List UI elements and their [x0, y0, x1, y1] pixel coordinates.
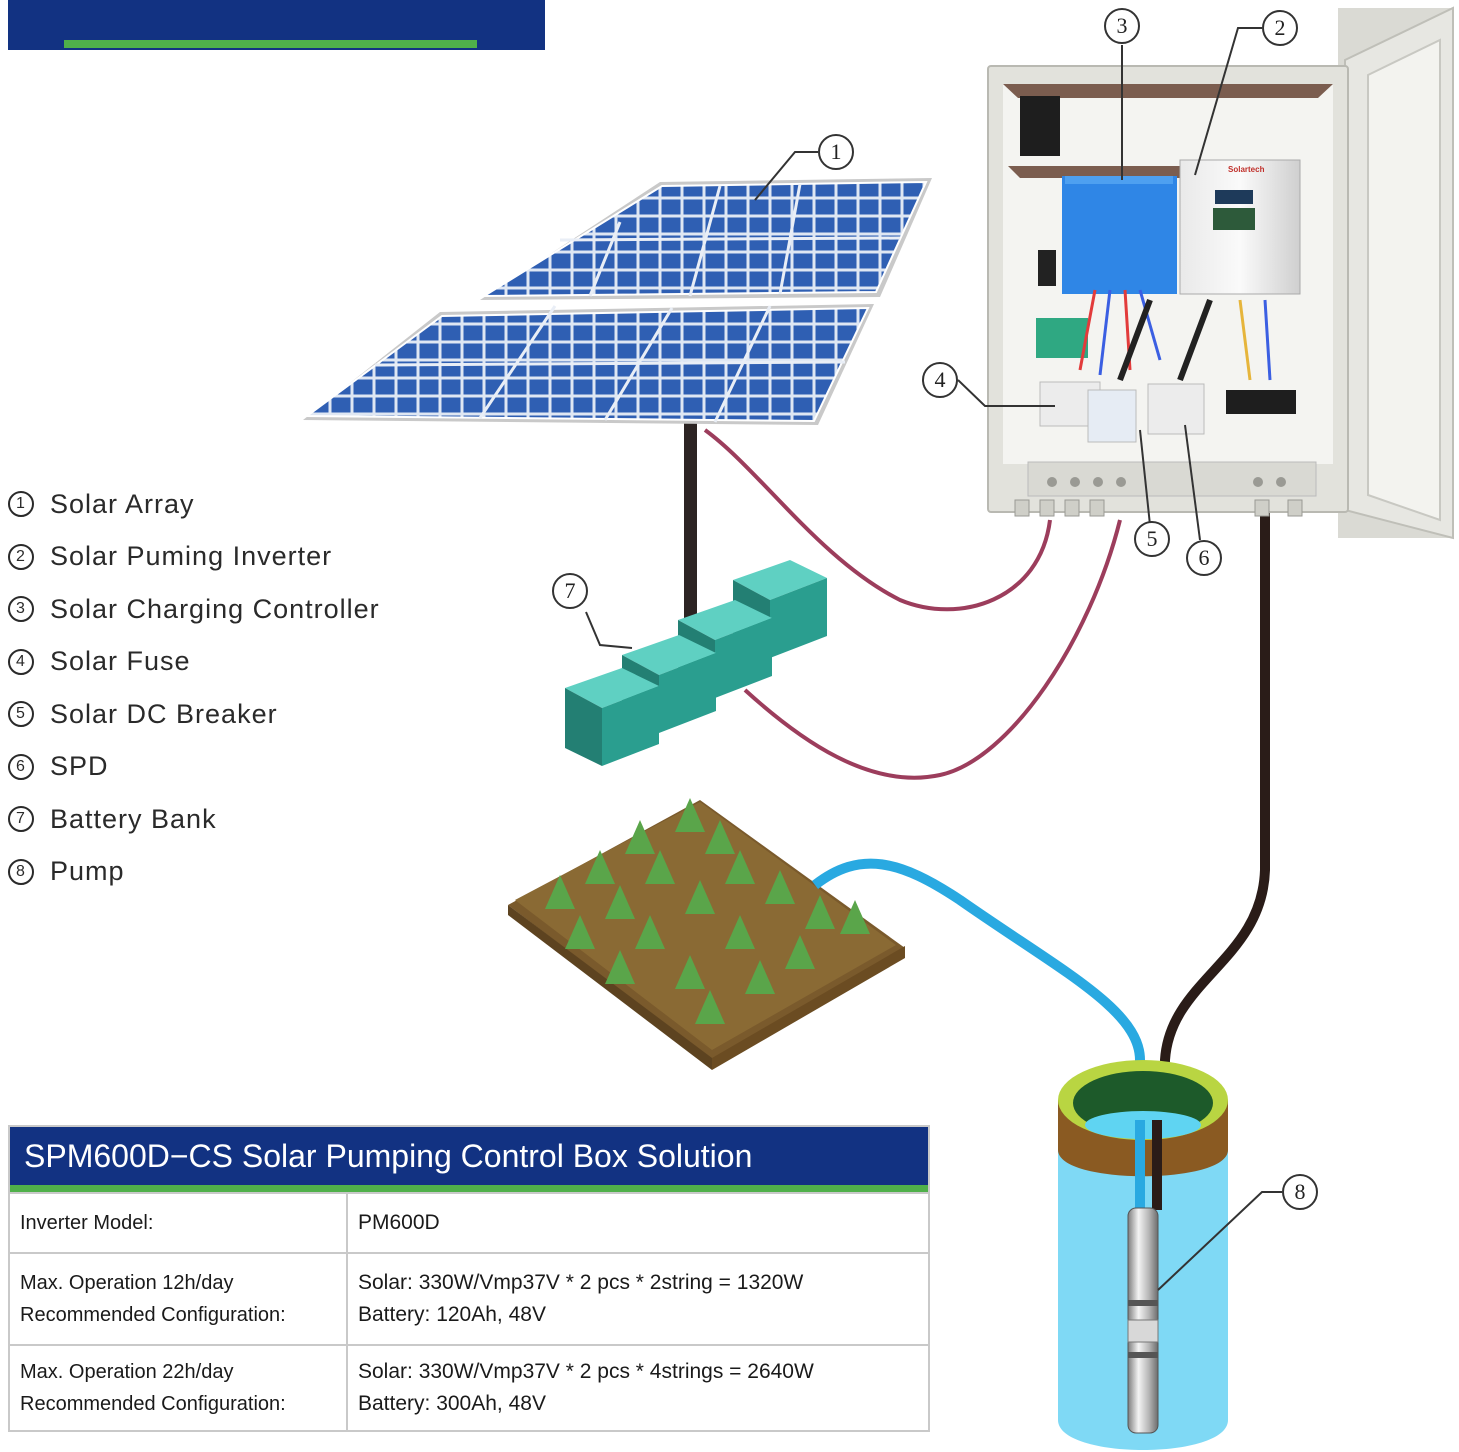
- spec-value-line: Solar: 330W/Vmp37V * 2 pcs * 4strings = …: [358, 1360, 814, 1383]
- legend-marker: 8: [8, 858, 34, 885]
- legend-marker: 4: [8, 648, 34, 675]
- spec-key-line: Inverter Model:: [20, 1212, 154, 1234]
- legend-label: Solar Puming Inverter: [50, 541, 333, 572]
- spec-value-line: Solar: 330W/Vmp37V * 2 pcs * 2string = 1…: [358, 1271, 804, 1294]
- callout-8: 8: [1282, 1174, 1318, 1210]
- spec-table-title: SPM600D−CS Solar Pumping Control Box Sol…: [10, 1127, 928, 1192]
- spec-value-line: Battery: 120Ah, 48V: [358, 1303, 546, 1326]
- legend-item: 8 Pump: [8, 846, 468, 899]
- spec-key-line: Recommended Configuration:: [20, 1304, 286, 1326]
- spec-key-line: Recommended Configuration:: [20, 1393, 286, 1415]
- inverter-brand-label: Solartech: [1228, 165, 1265, 174]
- spec-value: Solar: 330W/Vmp37V * 2 pcs * 2string = 1…: [348, 1254, 928, 1344]
- legend-label: Solar Array: [50, 488, 195, 519]
- callout-7: 7: [552, 573, 588, 609]
- spec-value-line: PM600D: [358, 1211, 440, 1234]
- legend-item: 1 Solar Array: [8, 478, 468, 531]
- callout-leaders: [585, 27, 1282, 1291]
- dc-cables: [703, 428, 1122, 780]
- spec-value: Solar: 330W/Vmp37V * 2 pcs * 4strings = …: [348, 1346, 928, 1430]
- legend-marker: 1: [8, 491, 34, 518]
- spec-row-22h: Max. Operation 22h/day Recommended Confi…: [10, 1344, 928, 1430]
- spec-value: PM600D: [348, 1194, 928, 1252]
- component-legend: 1 Solar Array 2 Solar Puming Inverter 3 …: [8, 478, 468, 898]
- legend-item: 2 Solar Puming Inverter: [8, 531, 468, 584]
- pump-cable: [1155, 508, 1270, 1241]
- spec-row-inverter-model: Inverter Model: PM600D: [10, 1192, 928, 1252]
- legend-item: 7 Battery Bank: [8, 793, 468, 846]
- header-banner: [8, 0, 545, 50]
- callout-6: 6: [1186, 540, 1222, 576]
- legend-marker: 7: [8, 806, 34, 833]
- legend-label: Solar DC Breaker: [50, 698, 278, 729]
- battery-bank: [565, 560, 827, 766]
- spec-key-line: Max. Operation 22h/day: [20, 1361, 234, 1383]
- spec-row-12h: Max. Operation 12h/day Recommended Confi…: [10, 1252, 928, 1344]
- legend-item: 5 Solar DC Breaker: [8, 688, 468, 741]
- callout-1: 1: [818, 134, 854, 170]
- legend-label: SPD: [50, 751, 109, 782]
- legend-label: Pump: [50, 856, 125, 887]
- water-pipe: [811, 858, 1145, 1240]
- control-box: [987, 6, 1454, 540]
- legend-label: Battery Bank: [50, 803, 217, 834]
- forest-field: [508, 798, 905, 1070]
- callout-3: 3: [1104, 8, 1140, 44]
- spec-table: SPM600D−CS Solar Pumping Control Box Sol…: [8, 1125, 930, 1432]
- callout-2: 2: [1262, 10, 1298, 46]
- spec-key: Max. Operation 22h/day Recommended Confi…: [10, 1346, 348, 1430]
- legend-item: 4 Solar Fuse: [8, 636, 468, 689]
- legend-marker: 2: [8, 543, 34, 570]
- spec-key-line: Max. Operation 12h/day: [20, 1272, 234, 1294]
- callout-5: 5: [1134, 521, 1170, 557]
- callout-4: 4: [922, 362, 958, 398]
- legend-item: 3 Solar Charging Controller: [8, 583, 468, 636]
- spec-key: Inverter Model:: [10, 1194, 348, 1252]
- spec-value-line: Battery: 300Ah, 48V: [358, 1392, 546, 1415]
- well: [1058, 1060, 1228, 1450]
- legend-label: Solar Fuse: [50, 646, 191, 677]
- legend-marker: 5: [8, 701, 34, 728]
- spec-key: Max. Operation 12h/day Recommended Confi…: [10, 1254, 348, 1344]
- submersible-pump: [1127, 1207, 1159, 1434]
- legend-label: Solar Charging Controller: [50, 593, 380, 624]
- solar-array: [303, 178, 932, 620]
- legend-item: 6 SPD: [8, 741, 468, 794]
- legend-marker: 3: [8, 596, 34, 623]
- legend-marker: 6: [8, 753, 34, 780]
